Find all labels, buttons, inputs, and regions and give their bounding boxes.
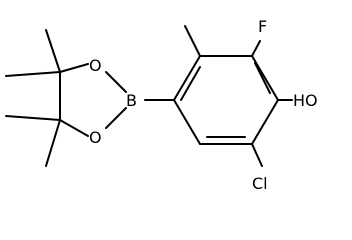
benzene-ring [173, 55, 279, 145]
chlorine-label: Cl [252, 174, 268, 193]
methyl-bond [5, 71, 61, 77]
methyl-bond [45, 119, 61, 167]
ring-bond [173, 55, 201, 101]
chemical-structure-diagram: F HO Cl B O O [5, 17, 318, 193]
pinacol-boronate: B O O [5, 29, 175, 167]
oxygen-label-lower: O [89, 128, 102, 147]
oxygen-carbon-bond [59, 63, 89, 73]
chlorine-bond [251, 143, 263, 167]
methyl-bond [5, 115, 61, 121]
ring-bond [173, 99, 201, 145]
methyl-bond [45, 29, 61, 73]
ring-double-bond-inner [254, 62, 271, 94]
fluorine-bond [251, 40, 261, 57]
ring-bond [251, 99, 279, 145]
boron-oxygen-bond [105, 71, 127, 93]
ring-bond [251, 55, 279, 101]
oxygen-label-upper: O [89, 56, 102, 75]
boron-label: B [126, 91, 137, 110]
fluorine-label: F [258, 17, 267, 36]
ring-double-bond-inner [180, 66, 201, 101]
oxygen-carbon-bond [59, 119, 89, 137]
boron-oxygen-bond [105, 107, 127, 129]
methyl-bond [184, 25, 201, 57]
hydroxyl-label: HO [293, 91, 318, 110]
